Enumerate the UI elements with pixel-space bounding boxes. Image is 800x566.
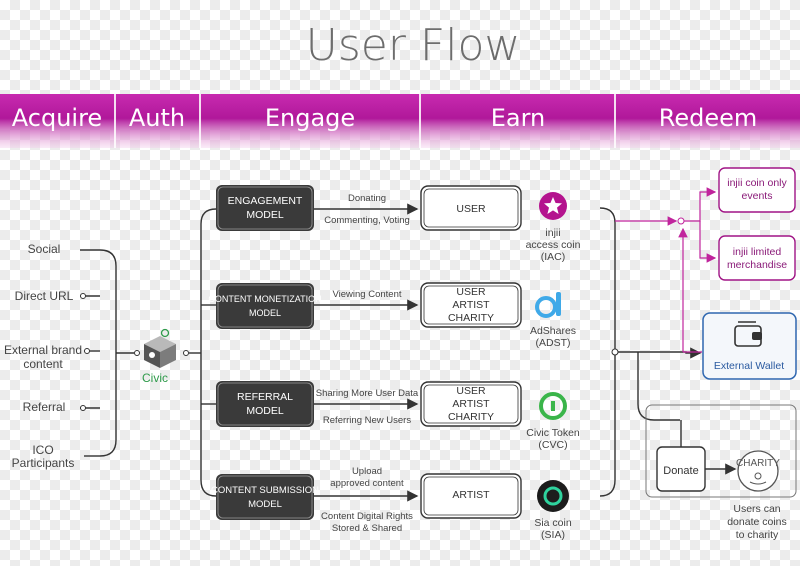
- donate-box: Donate: [656, 446, 706, 492]
- stage-engage: Engage: [265, 104, 355, 132]
- svg-text:ARTIST: ARTIST: [452, 489, 490, 501]
- stage-redeem: Redeem: [659, 104, 758, 132]
- charity-node: CHARITY: [736, 450, 780, 492]
- page-title: User Flow: [306, 20, 521, 71]
- civic-mark-icon: [160, 328, 170, 338]
- wallet-icon: [734, 321, 762, 347]
- civic-token-icon: [539, 392, 567, 420]
- svg-text:CHARITY: CHARITY: [736, 458, 780, 469]
- earner-user: USER: [420, 185, 522, 231]
- hand-coin-icon: [749, 472, 767, 485]
- engage-trunk: [200, 208, 217, 497]
- action-donating: Donating: [348, 193, 386, 204]
- stage-acquire: Acquire: [12, 104, 102, 132]
- node-dot: [611, 348, 619, 356]
- coin-sia: Sia coin(SIA): [534, 480, 572, 541]
- svg-text:USER: USER: [456, 203, 486, 215]
- coin-cvc: Civic Token(CVC): [526, 392, 580, 451]
- acquire-connectors: [80, 249, 134, 457]
- node-dot: [80, 293, 86, 299]
- stage-band: [0, 94, 800, 148]
- channel-direct-url: Direct URL: [15, 289, 74, 303]
- action-sharing: Sharing More User Data: [316, 388, 419, 399]
- node-dot: [183, 350, 189, 356]
- svg-text:Sia coin(SIA): Sia coin(SIA): [534, 517, 572, 541]
- civic-label: Civic: [142, 371, 168, 385]
- action-commenting: Commenting, Voting: [324, 215, 410, 226]
- svg-text:External Wallet: External Wallet: [714, 360, 784, 372]
- action-viewing: Viewing Content: [332, 289, 401, 300]
- svg-text:Civic Token(CVC): Civic Token(CVC): [526, 427, 580, 451]
- action-referring: Referring New Users: [323, 415, 411, 426]
- redeem-connectors: [615, 187, 717, 353]
- civic-box-icon: [144, 336, 176, 368]
- node-dot: [84, 348, 90, 354]
- channel-social: Social: [28, 242, 61, 256]
- svg-text:AdShares(ADST): AdShares(ADST): [530, 325, 576, 349]
- channel-referral: Referral: [23, 400, 66, 414]
- stage-auth: Auth: [129, 104, 185, 132]
- donate-group-frame: [645, 404, 797, 498]
- node-dot: [677, 217, 685, 225]
- node-dot: [80, 405, 86, 411]
- coin-adst: AdShares(ADST): [530, 292, 576, 349]
- svg-text:Donate: Donate: [663, 465, 698, 477]
- stage-earn: Earn: [491, 104, 546, 132]
- external-wallet: External Wallet: [702, 312, 797, 380]
- earner-artist: ARTIST: [420, 473, 522, 519]
- node-dot: [134, 350, 140, 356]
- adshares-logo-icon: [535, 292, 561, 318]
- sia-coin-icon: [537, 480, 569, 512]
- stage-dividers: [114, 94, 616, 148]
